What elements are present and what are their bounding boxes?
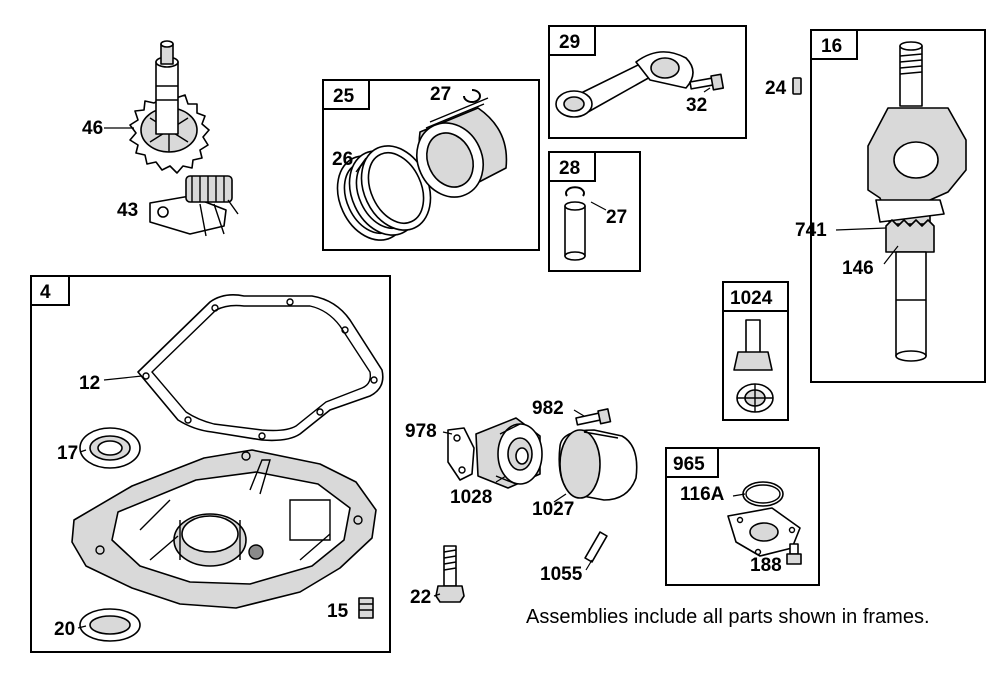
- frame-label-29: 29: [559, 32, 580, 53]
- part-label-741: 741: [795, 220, 827, 241]
- adapter-screw-part: [575, 408, 612, 426]
- piston-pin-clip-part: [463, 89, 481, 103]
- seal-20-part: [79, 608, 141, 642]
- crankcase-cover-part: [71, 449, 377, 609]
- part-label-1028: 1028: [450, 487, 492, 508]
- leader-lines: [77, 87, 899, 629]
- frame-965: 965: [665, 447, 820, 586]
- frame-28: 28: [548, 151, 641, 272]
- plug-15-part: [358, 597, 374, 619]
- part-label-1027: 1027: [532, 499, 574, 520]
- cam-gear-part: [129, 40, 210, 174]
- rod-bolt-part: [689, 73, 725, 91]
- part-label-20: 20: [54, 619, 75, 640]
- part-label-32: 32: [686, 95, 707, 116]
- part-label-1055: 1055: [540, 564, 583, 585]
- frame-25: 25: [322, 79, 540, 251]
- part-label-978: 978: [405, 421, 437, 442]
- frame-label-1024: 1024: [730, 288, 773, 309]
- part-label-17: 17: [57, 443, 78, 464]
- part-label-26: 26: [332, 149, 353, 170]
- frame-label-28: 28: [559, 158, 580, 179]
- connecting-rod-part: [555, 51, 694, 118]
- frame-29: 29: [548, 25, 747, 139]
- part-label-188: 188: [750, 555, 782, 576]
- bolt-22-part: [435, 545, 465, 603]
- frame-label-16: 16: [821, 36, 842, 57]
- part-label-46: 46: [82, 118, 103, 139]
- screw-188-part: [786, 543, 802, 565]
- oil-slinger-part: [733, 319, 774, 413]
- governor-part: [149, 175, 239, 237]
- frame-1024: 1024: [722, 281, 789, 421]
- wrist-pin-part: [564, 186, 586, 261]
- key-part: [792, 77, 802, 95]
- frame-4: 4: [30, 275, 391, 653]
- o-ring-116a-part: [742, 481, 784, 507]
- frame-label-25: 25: [333, 86, 355, 107]
- part-label-12: 12: [79, 373, 100, 394]
- frame-16: 16: [810, 29, 986, 383]
- gasket-part: [137, 294, 384, 442]
- pin-1055-part: [584, 531, 608, 563]
- piston-part: [416, 97, 508, 198]
- frame-label-4: 4: [40, 282, 51, 303]
- piston-rings-part: [336, 145, 432, 241]
- part-label-43: 43: [117, 200, 138, 221]
- part-label-15: 15: [327, 601, 349, 622]
- part-label-27-pin: 27: [606, 207, 627, 228]
- oil-filter-part: [558, 429, 638, 501]
- assemblies-note: Assemblies include all parts shown in fr…: [526, 606, 930, 628]
- cover-plate-part: [727, 507, 801, 557]
- part-label-22: 22: [410, 587, 431, 608]
- frame-label-965: 965: [673, 454, 705, 475]
- oil-filter-adapter-gasket-part: [447, 427, 475, 481]
- part-label-982: 982: [532, 398, 564, 419]
- part-label-146: 146: [842, 258, 874, 279]
- oil-filter-adapter-part: [475, 417, 543, 489]
- part-label-24: 24: [765, 78, 787, 99]
- bearing-17-part: [79, 427, 141, 469]
- crankshaft-part: [867, 41, 967, 362]
- part-label-27-piston: 27: [430, 84, 451, 105]
- part-label-116a: 116A: [680, 484, 725, 505]
